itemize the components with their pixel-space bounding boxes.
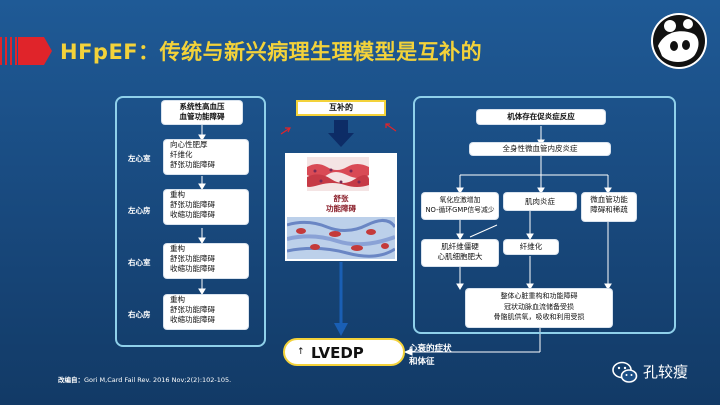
title-red-arrow [18, 37, 52, 65]
proinflammatory-box: 机体存在促炎症反应 [477, 110, 605, 124]
fibrosis-illustration [287, 217, 395, 259]
left-panel [115, 96, 266, 347]
increase-arrow-icon: ↑ [297, 347, 305, 357]
right-ventricle-box: 重构 舒张功能障碍 收缩功能障碍 [164, 244, 248, 278]
myocyte-illustration [307, 157, 369, 191]
hypertension-box: 系统性高血压 血管功能障碍 [162, 101, 242, 124]
myofiber-stiffness-box: 肌纤维僵硬 心肌细胞肥大 [422, 240, 498, 266]
lvedp-box: ↑ LVEDP [283, 338, 405, 366]
fibrosis-box: 纤维化 [504, 240, 558, 254]
panda-logo-icon [651, 13, 707, 69]
right-atrium-box: 重构 舒张功能障碍 收缩功能障碍 [164, 295, 248, 329]
diastolic-label: 舒张 功能障碍 [326, 194, 356, 213]
wechat-icon [612, 361, 638, 383]
right-panel [413, 96, 676, 334]
lvedp-label: LVEDP [311, 344, 364, 362]
brand-name: 孔较瘦 [643, 363, 689, 381]
label-right-ventricle: 右心室 [128, 258, 151, 267]
label-left-atrium: 左心房 [128, 206, 151, 215]
complementary-box: 互补的 [296, 100, 386, 116]
label-left-ventricle: 左心室 [128, 154, 151, 163]
title-stripes [0, 37, 17, 65]
label-right-atrium: 右心房 [128, 310, 151, 319]
symptoms-label: 心衰的症状 和体征 [409, 344, 452, 367]
global-remodeling-box: 整体心脏重构和功能障碍 冠状动脉血流储备受损 骨骼肌供氧，吸收和利用受损 [466, 289, 612, 327]
page-title: HFpEF：传统与新兴病理生理模型是互补的 [60, 40, 483, 64]
citation: 改编自：Gori M,Card Fail Rev. 2016 Nov;2(2):… [58, 376, 232, 384]
endothelial-inflammation-box: 全身性微血管内皮炎症 [470, 143, 610, 155]
microvascular-dysfunction-box: 微血管功能 障碍和稀疏 [582, 193, 636, 221]
oxidative-stress-box: 氧化应激增加 NO-循环GMP信号减少 [422, 193, 498, 219]
tissue-panel: 舒张 功能障碍 [285, 153, 397, 261]
muscle-inflammation-box: 肌肉炎症 [504, 193, 576, 210]
left-atrium-box: 重构 舒张功能障碍 收缩功能障碍 [164, 190, 248, 224]
left-ventricle-box: 向心性肥厚 纤维化 舒张功能障碍 [164, 140, 248, 174]
